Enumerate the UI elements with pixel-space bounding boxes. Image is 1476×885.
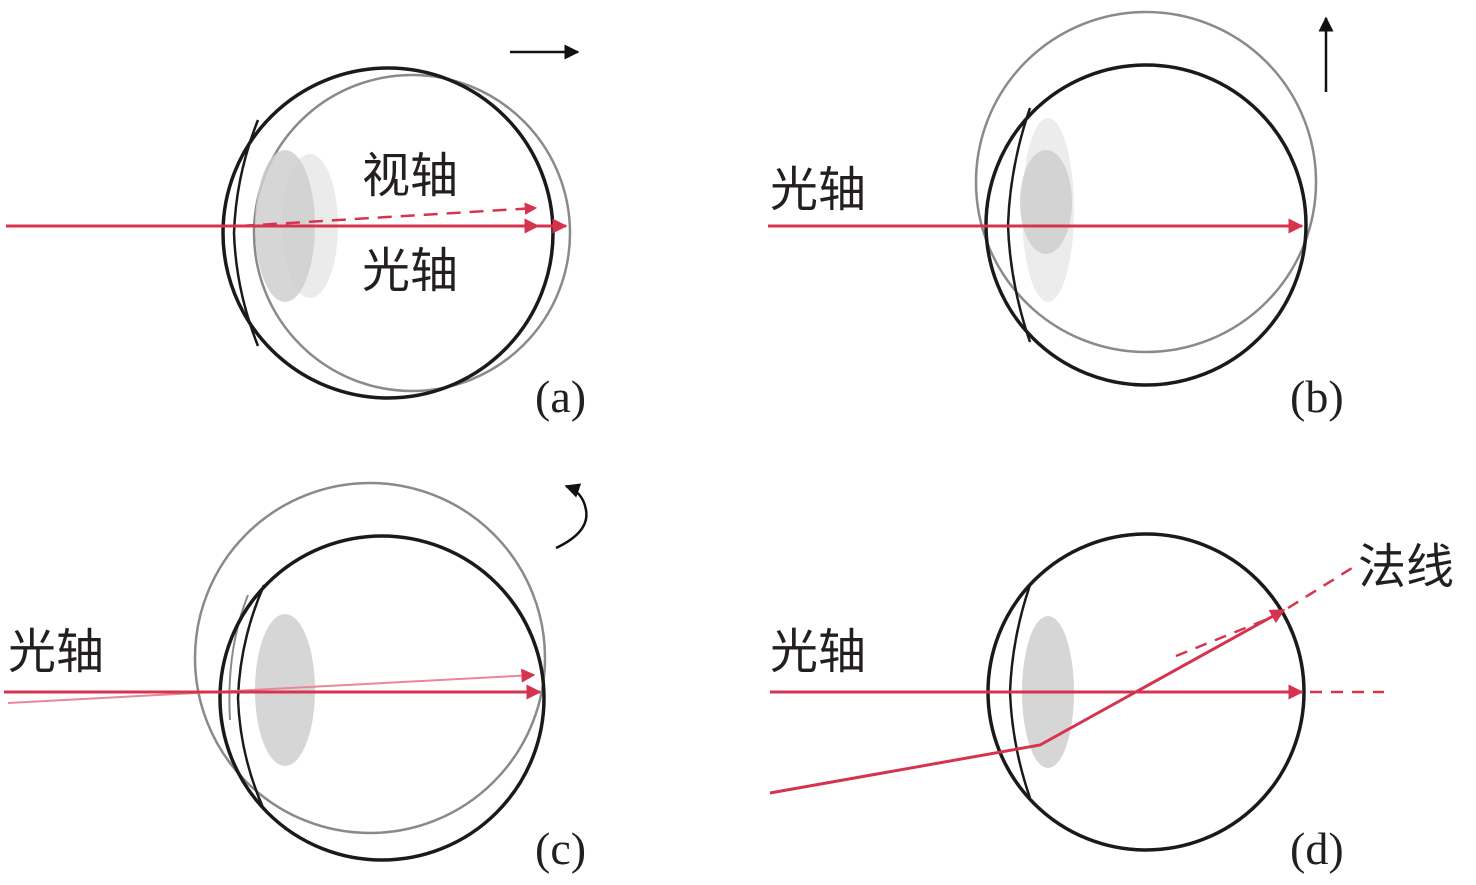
panel-b: 光轴 (b): [768, 10, 1344, 422]
caption-a: (a): [535, 371, 586, 422]
eye-a: [221, 66, 555, 400]
normal-line-label-d: 法线: [1358, 539, 1454, 595]
optical-axis-label-b: 光轴: [770, 162, 866, 218]
tilted-ray-c: [7, 668, 536, 704]
visual-axis-ray-a: [239, 202, 538, 228]
optical-axis-label-a: 光轴: [362, 243, 458, 299]
eye-c: [218, 534, 546, 862]
normal-dashed-d: [1175, 616, 1271, 658]
displaced-eye-c: [193, 481, 547, 835]
incident-ray-d: [769, 608, 1286, 795]
normal-line-extension-d: [1287, 566, 1353, 610]
caption-d: (d): [1290, 823, 1344, 874]
lens-c: [255, 614, 315, 766]
caption-b: (b): [1290, 371, 1344, 422]
panel-a: 视轴 光轴 (a): [6, 44, 586, 422]
rotate-arrow-icon: [555, 483, 588, 550]
optical-axis-label-d: 光轴: [770, 624, 866, 680]
optical-axis-label-c: 光轴: [8, 624, 104, 680]
visual-axis-label-a: 视轴: [362, 148, 458, 204]
panel-c: 光轴 (c): [4, 481, 588, 874]
panel-d: 光轴 法线 (d): [769, 532, 1454, 874]
lens-b: [1020, 150, 1072, 254]
caption-c: (c): [535, 823, 586, 874]
